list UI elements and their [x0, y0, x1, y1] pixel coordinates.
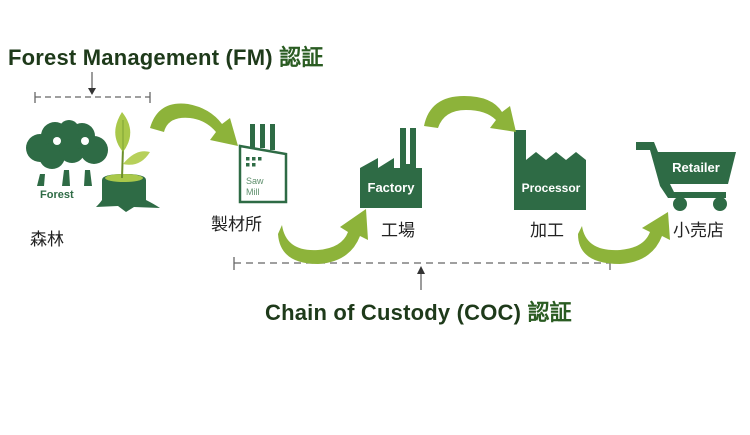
sawmill-label-line1: Saw: [246, 176, 264, 186]
fm-bracket: [34, 72, 151, 103]
stage-label-forest: 森林: [30, 230, 64, 250]
forest-icon-label: Forest: [40, 189, 74, 201]
retailer-icon-label: Retailer: [672, 160, 720, 175]
coc-heading-text: Chain of Custody (COC): [265, 300, 522, 325]
forest-icon: [26, 112, 160, 212]
arrow-factory-to-processor: [424, 96, 516, 132]
stage-label-factory: 工場: [381, 221, 415, 241]
arrow-sawmill-to-factory: [278, 209, 368, 264]
coc-heading: Chain of Custody (COC) 認証: [265, 295, 572, 327]
coc-heading-jp: 認証: [527, 301, 572, 326]
arrow-forest-to-sawmill: [150, 103, 238, 146]
stage-label-retailer: 小売店: [673, 221, 724, 241]
arrow-processor-to-retailer: [578, 212, 670, 264]
processor-icon-label: Processor: [522, 181, 581, 195]
cart-icon: Retailer: [636, 142, 736, 211]
fm-heading: Forest Management (FM) 認証: [8, 40, 323, 72]
fm-heading-jp: 認証: [279, 46, 324, 71]
factory-icon-label: Factory: [368, 180, 416, 195]
sawmill-icon: Saw Mill: [238, 124, 288, 204]
sawmill-label-line2: Mill: [246, 187, 260, 197]
factory-icon: Factory: [360, 128, 422, 208]
stage-label-sawmill: 製材所: [211, 215, 262, 235]
processor-icon: Processor: [514, 130, 586, 210]
stage-label-processor: 加工: [530, 221, 564, 241]
fm-heading-text: Forest Management (FM): [8, 45, 273, 70]
